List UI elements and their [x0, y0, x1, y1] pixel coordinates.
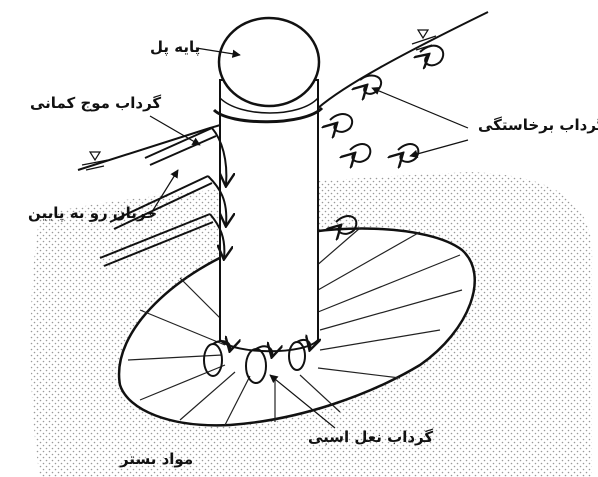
label-bow-wave-vortex: گرداب موج کمانی — [30, 96, 161, 111]
label-bed-material: مواد بستر — [120, 452, 193, 467]
label-downflow: جریان رو به پایین — [28, 206, 157, 221]
label-pier: پایه پل — [150, 40, 200, 55]
label-wake-vortices: گرداب برخاستگی — [478, 118, 598, 133]
label-horseshoe-vortex: گرداب نعل اسبی — [308, 430, 433, 445]
pier-top — [219, 18, 319, 106]
